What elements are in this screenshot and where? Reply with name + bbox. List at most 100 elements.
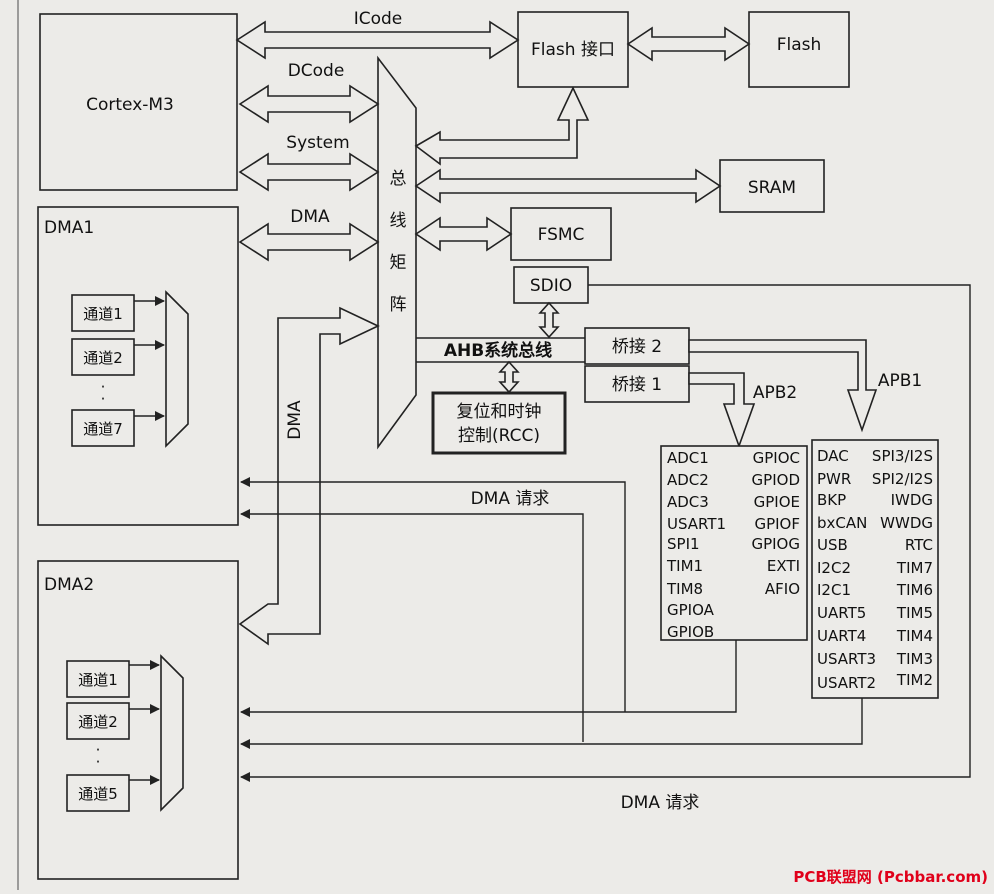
dma2-arbiter-shape <box>160 654 184 812</box>
dma-request-line-sdio <box>240 284 971 782</box>
apb1-periph-bkp: BKP <box>817 491 846 509</box>
dma-bus-label: DMA <box>290 207 330 227</box>
cortex-m3-box <box>39 13 238 191</box>
icode-label: ICode <box>354 9 403 29</box>
apb2-periph-adc3: ADC3 <box>667 493 709 511</box>
apb1-periph-usb: USB <box>817 536 848 554</box>
ahb-label: AHB系统总线 <box>444 340 552 361</box>
dma1-ellipsis-dot-2: · <box>101 390 106 408</box>
apb1-label: APB1 <box>878 371 922 391</box>
apb2-periph-afio: AFIO <box>765 580 800 598</box>
dma2-channel5-box <box>66 774 130 812</box>
flash-label: Flash <box>777 35 822 55</box>
apb2-periph-tim1: TIM1 <box>666 557 703 575</box>
dma-request-line-apb1 <box>240 698 863 749</box>
dma-vertical-label: DMA <box>285 400 305 440</box>
bus-matrix-char-4: 阵 <box>390 295 407 315</box>
rcc-ahb-arrow <box>498 360 520 394</box>
apb1-periph-usart2: USART2 <box>817 674 876 692</box>
apb1-periph-wwdg: WWDG <box>880 514 933 532</box>
apb1-periph-iwdg: IWDG <box>891 491 933 509</box>
dcode-bus-arrow <box>238 84 380 124</box>
apb1-periph-spi3-i2s: SPI3/I2S <box>872 447 933 465</box>
dma2-bus-arrow <box>238 306 380 646</box>
sram-box <box>719 159 825 213</box>
apb2-periph-spi1: SPI1 <box>667 535 700 553</box>
dma2-channel5-label: 通道5 <box>78 785 118 803</box>
apb2-periph-gpioc: GPIOC <box>753 449 800 467</box>
flash-interface-box <box>517 11 629 88</box>
apb2-periph-gpiod: GPIOD <box>752 471 800 489</box>
dma1-channel2-label: 通道2 <box>83 349 123 367</box>
apb2-periph-exti: EXTI <box>767 557 800 575</box>
dma-request-line-b <box>240 509 584 742</box>
bus-matrix-char-3: 矩 <box>390 253 407 273</box>
apb2-periph-tim8: TIM8 <box>666 580 703 598</box>
matrix-sram-arrow <box>414 168 722 204</box>
dma2-ellipsis-dot-1: · <box>96 741 101 759</box>
bus-matrix-char-2: 线 <box>390 211 407 231</box>
flash-link-arrow <box>626 26 751 62</box>
apb1-bus-arrow <box>688 339 878 433</box>
dma2-channel2-label: 通道2 <box>78 713 118 731</box>
bridge1-box <box>584 365 690 403</box>
dma1-title: DMA1 <box>44 218 94 238</box>
matrix-fsmc-arrow <box>414 216 513 252</box>
bus-matrix-shape <box>377 55 417 450</box>
bridge1-label: 桥接 1 <box>612 375 662 395</box>
apb2-periph-gpioa: GPIOA <box>667 601 715 619</box>
apb1-periph-pwr: PWR <box>817 470 851 488</box>
apb1-periph-usart3: USART3 <box>817 650 876 668</box>
dma-bus-arrow <box>238 222 380 262</box>
apb1-periph-uart5: UART5 <box>817 604 866 622</box>
dma1-arbiter-shape <box>165 290 189 448</box>
sdio-ahb-arrow <box>538 301 560 339</box>
dma1-channel2-box <box>71 338 135 376</box>
sdio-label: SDIO <box>530 276 572 296</box>
apb1-periph-tim6: TIM6 <box>896 581 933 599</box>
apb2-periph-gpiob: GPIOB <box>667 623 714 641</box>
apb2-periph-gpiog: GPIOG <box>751 535 800 553</box>
cortex-m3-label: Cortex-M3 <box>86 95 174 115</box>
dma2-channel2-box <box>66 702 130 740</box>
fsmc-label: FSMC <box>538 225 585 245</box>
apb2-bus-arrow <box>688 372 756 449</box>
dma-request-line-a <box>240 477 626 712</box>
dma1-channel1-box <box>71 294 135 332</box>
apb2-periph-gpiof: GPIOF <box>754 515 800 533</box>
dma-request-label-1: DMA 请求 <box>471 489 550 509</box>
apb1-periph-tim4: TIM4 <box>896 627 933 645</box>
apb1-periph-spi2-i2s: SPI2/I2S <box>872 470 933 488</box>
apb1-peripherals-box <box>811 439 939 699</box>
dcode-label: DCode <box>288 61 345 81</box>
apb1-periph-uart4: UART4 <box>817 627 866 645</box>
apb1-periph-bxcan: bxCAN <box>817 514 867 532</box>
apb2-periph-adc1: ADC1 <box>667 449 709 467</box>
system-bus-arrow <box>238 152 380 192</box>
apb1-periph-dac: DAC <box>817 447 849 465</box>
dma1-box <box>37 206 239 526</box>
apb2-periph-gpioe: GPIOE <box>754 493 800 511</box>
apb1-periph-tim7: TIM7 <box>896 559 933 577</box>
system-label: System <box>286 133 349 153</box>
apb1-periph-rtc: RTC <box>905 536 933 554</box>
apb1-periph-tim2: TIM2 <box>896 671 933 689</box>
dma2-channel1-label: 通道1 <box>78 671 118 689</box>
rcc-label-line2: 控制(RCC) <box>458 426 540 446</box>
apb1-periph-i2c2: I2C2 <box>817 559 851 577</box>
icode-bus-arrow <box>235 20 520 60</box>
rcc-label-line1: 复位和时钟 <box>457 402 542 422</box>
bus-matrix-char-1: 总 <box>390 169 407 189</box>
dma2-ellipsis-dot-2: · <box>96 753 101 771</box>
dma2-title: DMA2 <box>44 575 94 595</box>
dma1-ellipsis-dot-1: · <box>101 378 106 396</box>
apb1-periph-tim5: TIM5 <box>896 604 933 622</box>
apb1-periph-tim3: TIM3 <box>896 650 933 668</box>
bridge2-label: 桥接 2 <box>612 337 662 357</box>
dma-request-line-apb2 <box>240 640 737 717</box>
watermark-text: PCB联盟网 (Pcbbar.com) <box>793 868 988 886</box>
dma1-channel1-label: 通道1 <box>83 305 123 323</box>
apb2-periph-adc2: ADC2 <box>667 471 709 489</box>
apb2-label: APB2 <box>753 383 797 403</box>
